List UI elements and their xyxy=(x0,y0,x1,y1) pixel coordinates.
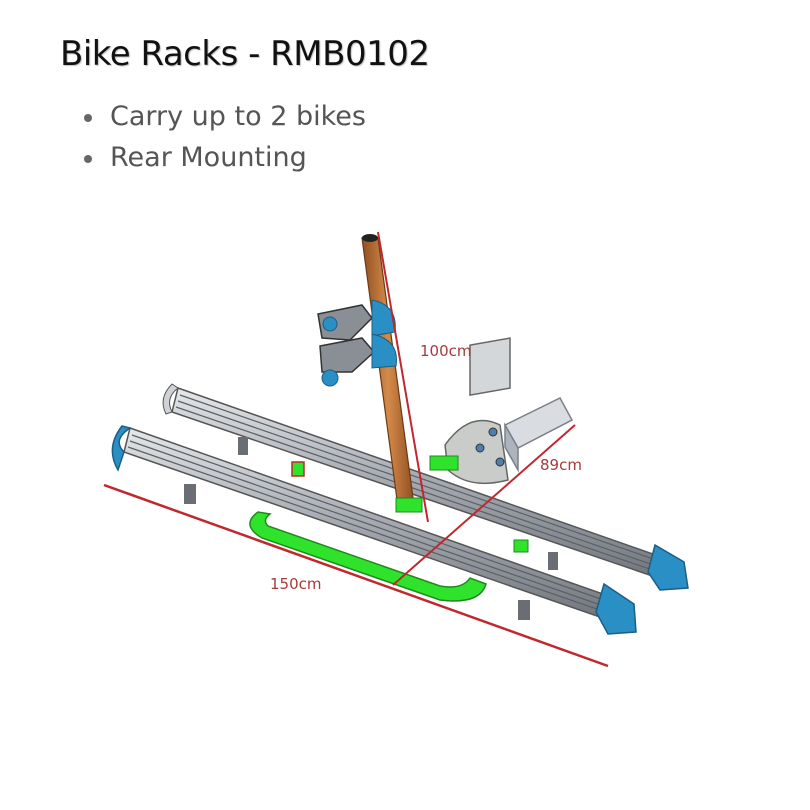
frame-clamp xyxy=(319,333,397,387)
height-dimension-label: 100cm xyxy=(420,342,472,360)
frame-arm xyxy=(249,511,487,602)
towbar-mount xyxy=(429,337,574,485)
feature-item: Rear Mounting xyxy=(80,137,366,178)
page-title: Bike Racks - RMB0102 xyxy=(60,34,430,74)
dimension-lines xyxy=(103,231,609,668)
feature-item: Carry up to 2 bikes xyxy=(80,96,366,137)
cross-bracket xyxy=(513,539,529,553)
front-rail xyxy=(111,425,637,635)
length-dimension-label: 150cm xyxy=(270,575,322,593)
frame-clamp xyxy=(317,299,396,341)
cross-bracket xyxy=(291,461,305,477)
width-dimension-label: 89cm xyxy=(540,456,582,474)
feature-list: Carry up to 2 bikes Rear Mounting xyxy=(80,96,366,178)
